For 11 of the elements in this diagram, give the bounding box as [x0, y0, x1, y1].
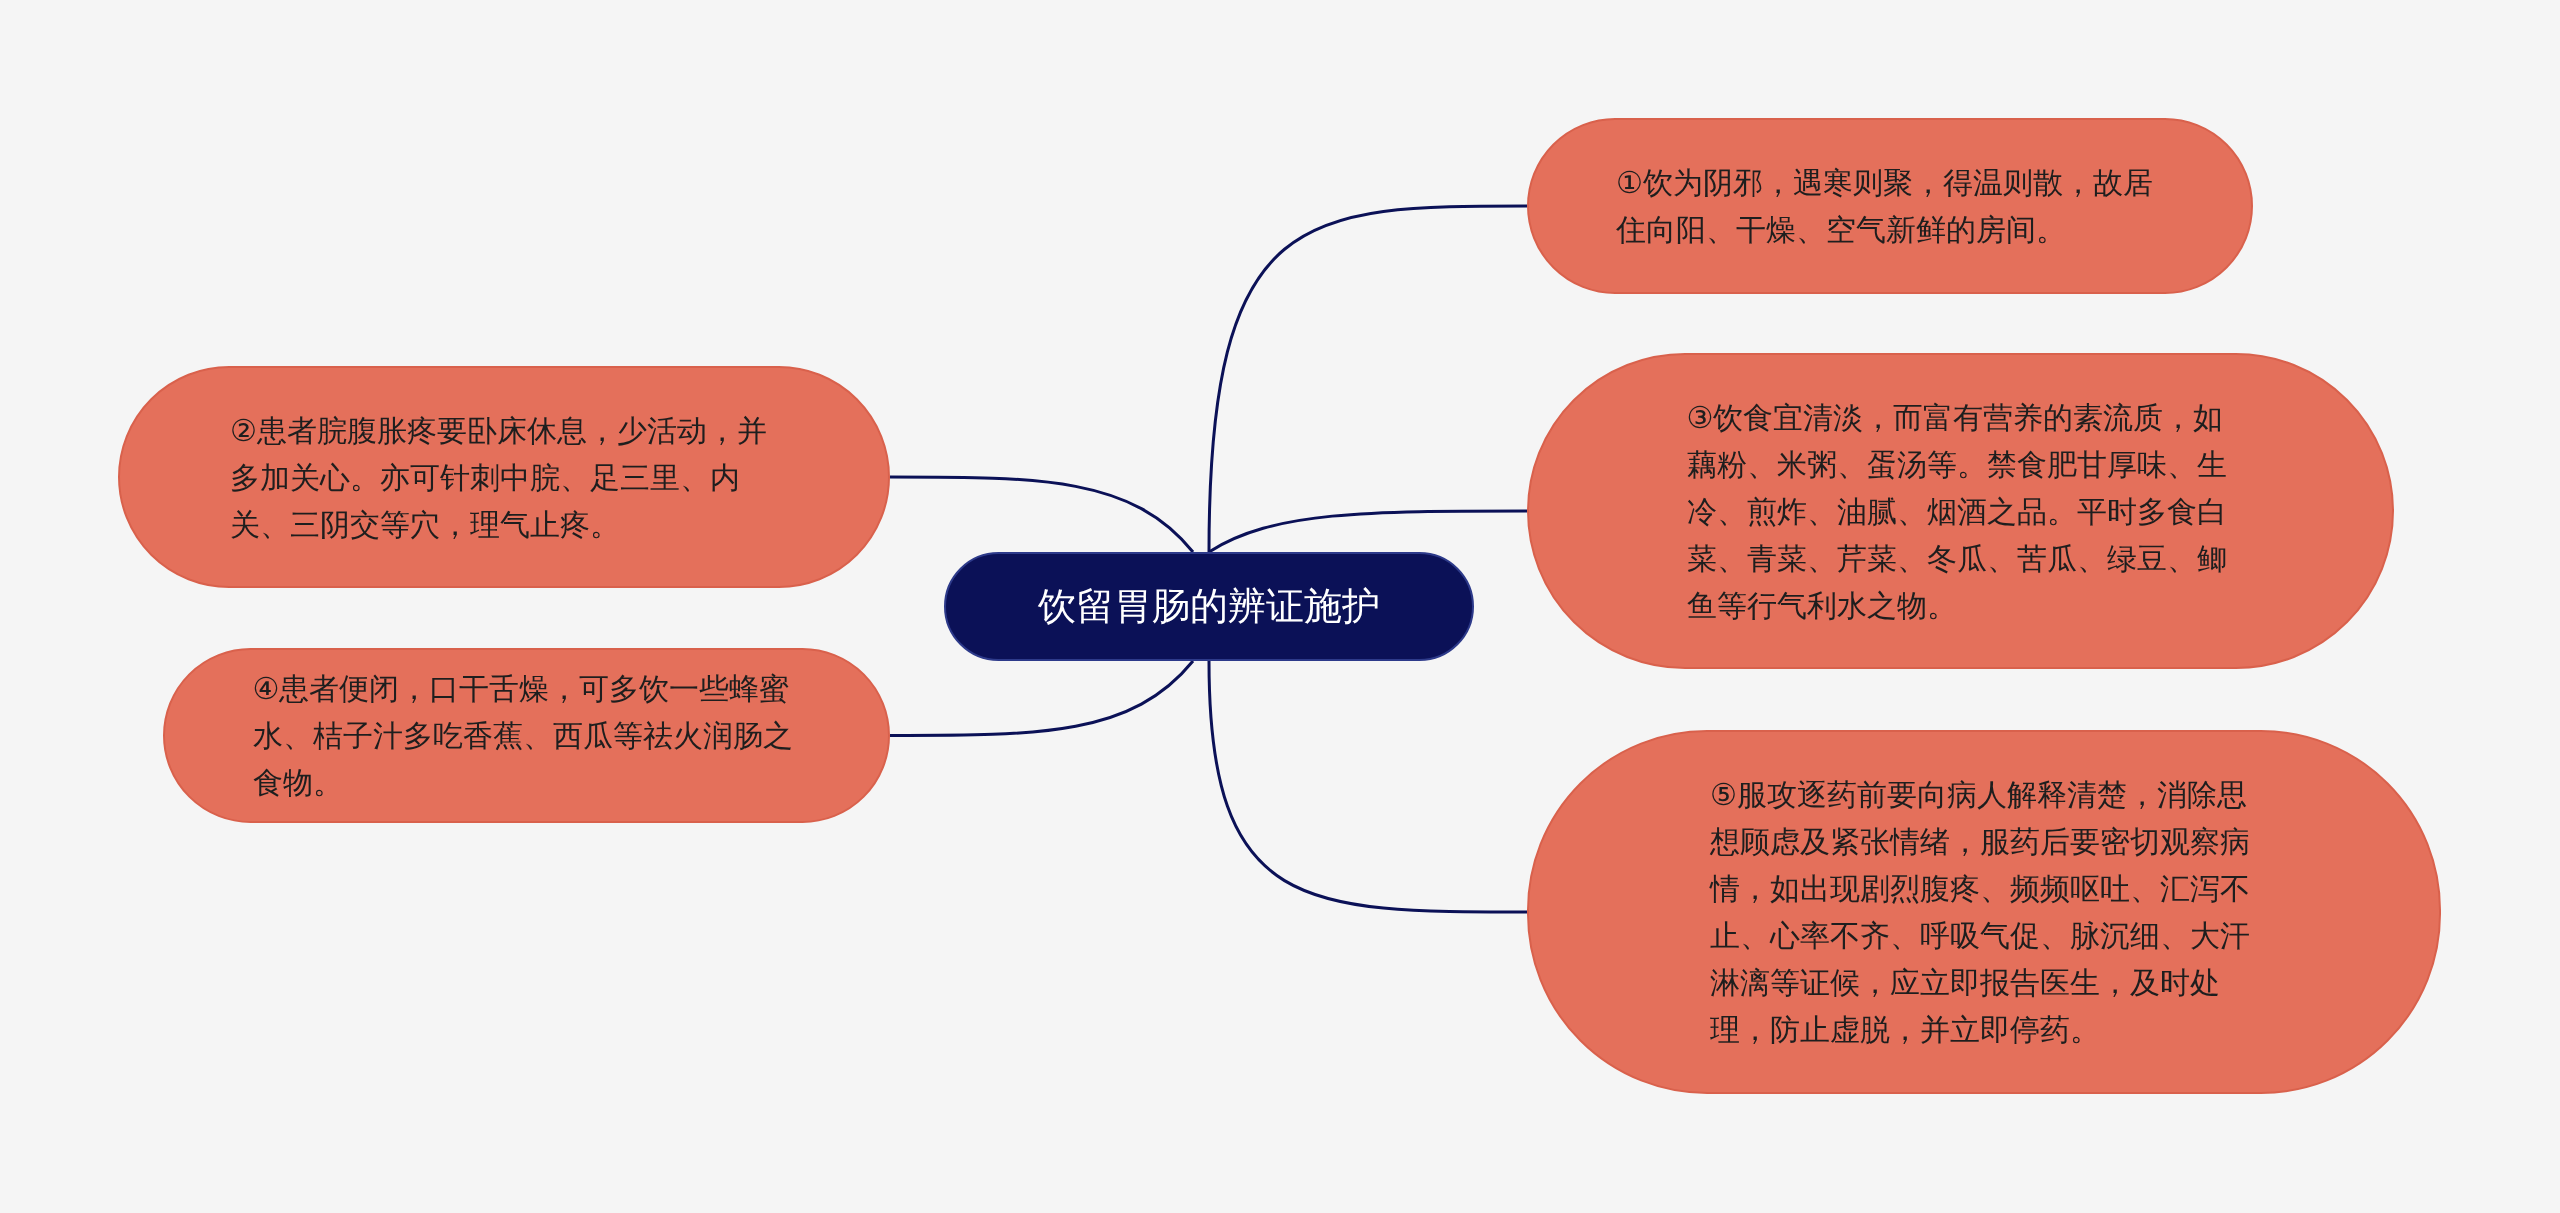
connector-curve — [890, 660, 1195, 737]
topic-text: ④患者便闭，口干舌燥，可多饮一些蜂蜜水、桔子汁多吃香蕉、西瓜等祛火润肠之食物。 — [252, 670, 794, 802]
topic-text: ①饮为阴邪，遇寒则聚，得温则散，故居住向阳、干燥、空气新鲜的房间。 — [1616, 164, 2154, 249]
topic-text: ⑤服攻逐药前要向病人解释清楚，消除思想顾虑及紧张情绪，服药后要密切观察病情，如出现剧烈腹疼、频频呕吐、汇泻不止、心率不齐、呼吸气促、脉沉细、大汗淋漓等证候，应立即报告医生，及时处理，防止虚脱，并立即停药。 — [1710, 776, 2251, 1049]
connector-curve — [890, 475, 1195, 553]
connector-curve — [1208, 509, 1527, 554]
connector-curve — [1207, 660, 1527, 914]
topic-text: ②患者脘腹胀疼要卧床休息，少活动，并多加关心。亦可针刺中脘、足三里、内关、三阴交等穴，理气止疼。 — [230, 411, 768, 544]
topic-text: ③饮食宜清淡，而富有营养的素流质，如藕粉、米粥、蛋汤等。禁食肥甘厚味、生冷、煎炸、油腻、烟酒之品。平时多食白菜、青菜、芹菜、冬瓜、苦瓜、绿豆、鲫鱼等行气利水之物。 — [1686, 398, 2228, 625]
connector-curve — [1207, 204, 1527, 553]
topic-title: 饮留胃肠的辨证施护 — [1038, 583, 1380, 630]
